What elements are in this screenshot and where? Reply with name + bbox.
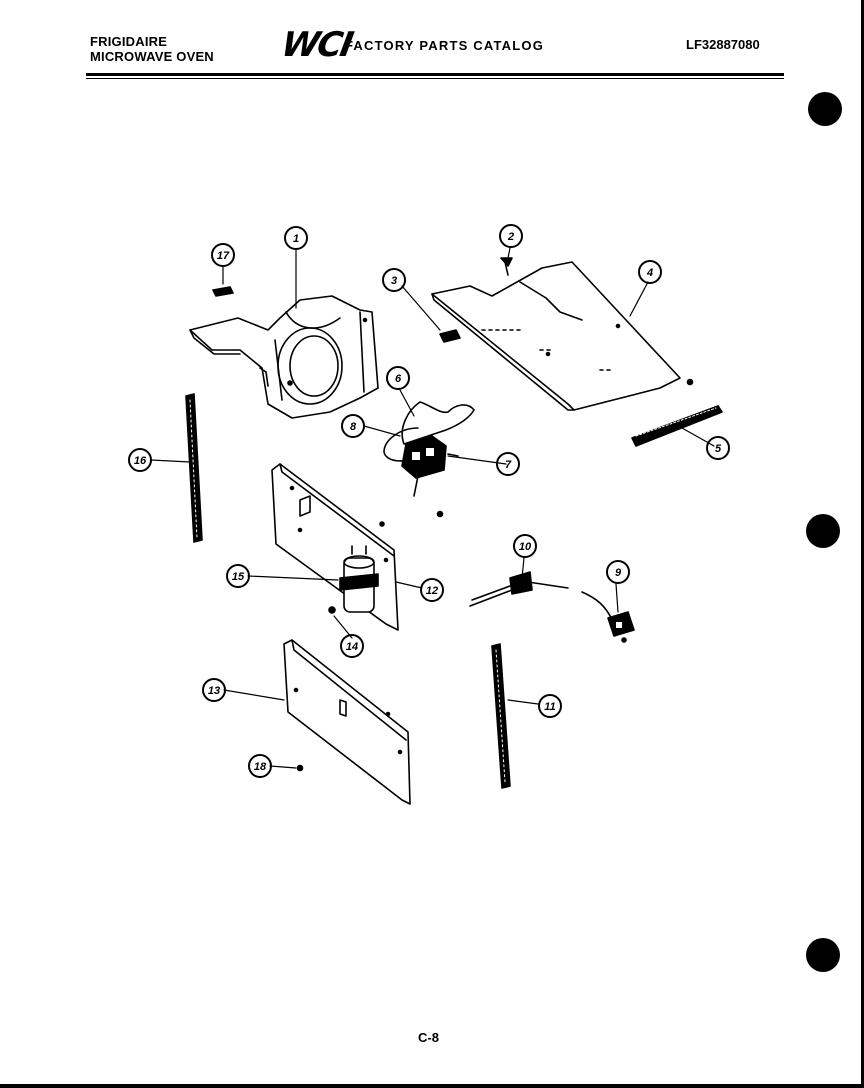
- catalog-title: FACTORY PARTS CATALOG: [345, 38, 545, 53]
- callout-2: 2: [499, 224, 523, 248]
- model-number: LF32887080: [686, 37, 760, 52]
- part-wire-harness: [469, 571, 569, 607]
- svg-text:13: 13: [208, 685, 220, 697]
- header-rule: [86, 73, 784, 76]
- part-screw-18: [296, 764, 304, 772]
- part-seal-right: [491, 643, 511, 789]
- callout-1: 1: [284, 226, 308, 250]
- brand-name: FRIGIDAIRE: [90, 34, 168, 49]
- callout-4: 4: [638, 260, 662, 284]
- svg-text:15: 15: [232, 571, 245, 583]
- svg-text:14: 14: [346, 641, 358, 653]
- svg-text:11: 11: [544, 701, 555, 713]
- svg-text:4: 4: [646, 267, 653, 279]
- svg-text:17: 17: [217, 250, 230, 262]
- svg-text:18: 18: [254, 761, 267, 773]
- svg-text:3: 3: [391, 275, 397, 287]
- leader-lines: [150, 247, 715, 769]
- part-back-panel: [283, 639, 411, 805]
- page-edge-bottom: [0, 1084, 864, 1088]
- callout-10: 10: [513, 534, 537, 558]
- binder-hole-middle: [806, 514, 840, 548]
- callout-8: 8: [341, 414, 365, 438]
- binder-hole-bottom: [806, 938, 840, 972]
- product-type: MICROWAVE OVEN: [90, 49, 214, 64]
- header-rule-thin: [86, 78, 784, 79]
- svg-text:12: 12: [426, 585, 438, 597]
- part-seal-left: [185, 393, 203, 543]
- svg-text:2: 2: [507, 231, 514, 243]
- part-fan-shroud: [189, 295, 379, 419]
- callout-7: 7: [496, 452, 520, 476]
- callout-12: 12: [420, 578, 444, 602]
- svg-text:6: 6: [395, 373, 402, 385]
- part-cover-plate: [431, 257, 694, 411]
- part-screw-14: [328, 606, 336, 614]
- svg-text:7: 7: [505, 459, 512, 471]
- callout-15: 15: [226, 564, 250, 588]
- brand-block: FRIGIDAIRE MICROWAVE OVEN: [90, 34, 214, 64]
- part-mounting-panel: [271, 463, 444, 631]
- callout-9: 9: [606, 560, 630, 584]
- callout-5: 5: [706, 436, 730, 460]
- part-fan-motor: [383, 401, 475, 497]
- callout-6: 6: [386, 366, 410, 390]
- svg-text:10: 10: [519, 541, 532, 553]
- svg-text:16: 16: [134, 455, 147, 467]
- callout-16: 16: [128, 448, 152, 472]
- callouts: 1 2 3 4 5 6 7 8 9 10 11 12 13 14 15 16 1…: [128, 224, 730, 778]
- callout-17: 17: [211, 243, 235, 267]
- svg-text:9: 9: [615, 567, 622, 579]
- callout-14: 14: [340, 634, 364, 658]
- svg-text:8: 8: [350, 421, 357, 433]
- svg-text:1: 1: [293, 233, 299, 245]
- part-grille-strip: [631, 405, 723, 447]
- svg-text:5: 5: [715, 443, 722, 455]
- callout-3: 3: [382, 268, 406, 292]
- part-clip-17: [212, 286, 234, 297]
- part-connector: [581, 591, 635, 643]
- part-bracket-3: [439, 329, 461, 343]
- page-number: C-8: [418, 1030, 439, 1045]
- page-edge-right: [861, 0, 864, 1088]
- callout-13: 13: [202, 678, 226, 702]
- callout-18: 18: [248, 754, 272, 778]
- part-capacitor: [339, 545, 379, 613]
- callout-11: 11: [538, 694, 562, 718]
- binder-hole-top: [808, 92, 842, 126]
